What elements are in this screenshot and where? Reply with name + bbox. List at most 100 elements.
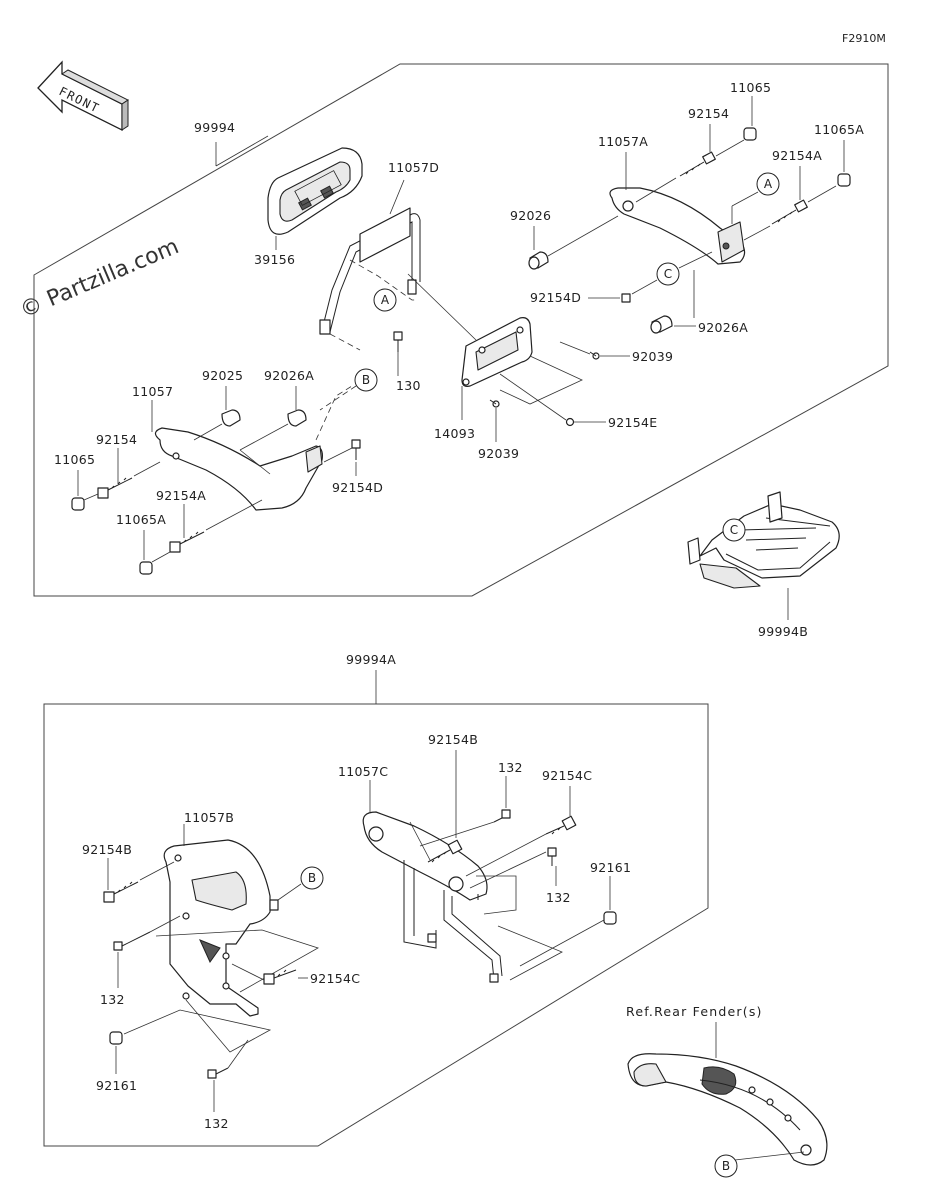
leader [83, 493, 99, 501]
callout-A [756, 172, 780, 196]
leader [239, 449, 271, 475]
label-92154B-top: 92154B [428, 732, 478, 747]
label-11065A: 11065A [814, 122, 864, 137]
bolt-92154D [621, 293, 631, 303]
bolt-92154E [565, 417, 575, 427]
spacer-92026 [528, 251, 549, 270]
label-ref-rear-fender: Ref.Rear Fender(s) [626, 1004, 763, 1019]
label-92154A-right: 92154A [772, 148, 822, 163]
carrier-99994B [687, 491, 840, 589]
label-11065: 11065 [730, 80, 771, 95]
rear-fender-ref [627, 1053, 828, 1166]
label-92026: 92026 [510, 208, 551, 223]
nut-11065 [743, 127, 757, 141]
nut-11065A [837, 173, 851, 187]
bolt-132 [207, 1067, 229, 1079]
label-132-left: 132 [100, 992, 125, 1007]
label-92026A-left: 92026A [264, 368, 314, 383]
label-92039: 92039 [632, 349, 673, 364]
callout-B [300, 866, 324, 890]
leader [315, 385, 353, 441]
bracket-11057 [154, 427, 323, 511]
label-92154: 92154 [688, 106, 729, 121]
label-11065-left: 11065 [54, 452, 95, 467]
leader [465, 833, 547, 877]
leader [731, 191, 759, 207]
nut-11065A [139, 561, 153, 575]
leader [155, 929, 319, 993]
leader [419, 821, 495, 847]
label-99994: 99994 [194, 120, 235, 135]
leader [734, 1151, 805, 1161]
leader [635, 177, 677, 203]
leader [497, 925, 563, 981]
leader [389, 179, 405, 215]
leader [499, 355, 583, 405]
label-11065A-left: 11065A [116, 512, 166, 527]
label-39156: 39156 [254, 252, 295, 267]
leader [329, 333, 361, 351]
bracket-11057A [609, 187, 746, 265]
leader [678, 251, 713, 269]
label-11057C: 11057C [338, 764, 388, 779]
bolt-92154D-left [351, 439, 361, 460]
bolt-92154-left [97, 477, 133, 499]
leader [407, 273, 477, 341]
callout-C [722, 518, 746, 542]
backrest-pad [267, 147, 363, 235]
leader [149, 915, 181, 933]
label-92161-left: 92161 [96, 1078, 137, 1093]
leader [133, 461, 161, 477]
leader [323, 447, 353, 463]
leader [631, 279, 658, 295]
mount-plate-14093 [461, 317, 533, 387]
leader [499, 373, 567, 421]
bolt-132 [113, 931, 151, 951]
leader [559, 341, 591, 355]
leader [239, 423, 289, 451]
label-92154B-left: 92154B [82, 842, 132, 857]
label-92039-b: 92039 [478, 446, 519, 461]
bolt-92154B [427, 839, 463, 863]
callout-A-text: A [764, 177, 773, 191]
bolt-92154C [545, 815, 577, 835]
leader [319, 385, 357, 411]
leader [205, 499, 263, 531]
label-92026A-right: 92026A [698, 320, 748, 335]
watermark: © Partzilla.com [17, 234, 183, 323]
leader [231, 963, 265, 981]
leader [519, 919, 605, 967]
nut-11065 [71, 497, 85, 511]
leader [743, 225, 771, 241]
label-92154-left: 92154 [96, 432, 137, 447]
callout-B-text: B [722, 1159, 730, 1173]
spacer-92026A [650, 315, 673, 334]
callout-C [656, 262, 680, 286]
leader [349, 259, 418, 301]
leader [193, 423, 223, 441]
lower-group-frame [43, 703, 709, 1147]
label-99994B: 99994B [758, 624, 808, 639]
bolt-92154 [679, 151, 716, 177]
backrest-frame-11057D [319, 207, 421, 335]
label-92154E: 92154E [608, 415, 657, 430]
label-92154A-left: 92154A [156, 488, 206, 503]
screw-92039 [589, 351, 600, 360]
callout-B-text: B [308, 871, 316, 885]
bolt-132 [493, 809, 511, 823]
leader [409, 821, 431, 861]
label-130: 130 [396, 378, 421, 393]
label-11057A: 11057A [598, 134, 648, 149]
leader [277, 883, 302, 901]
callout-B [354, 368, 378, 392]
leader [547, 215, 619, 257]
label-92025: 92025 [202, 368, 243, 383]
label-132-bottom: 132 [204, 1116, 229, 1131]
leader [227, 1039, 249, 1069]
front-arrow-icon: FRONT [37, 60, 129, 132]
bolt-92154B-left [103, 881, 139, 903]
label-132-top: 132 [498, 760, 523, 775]
leader [151, 551, 171, 563]
bolt-92154A [771, 199, 808, 225]
